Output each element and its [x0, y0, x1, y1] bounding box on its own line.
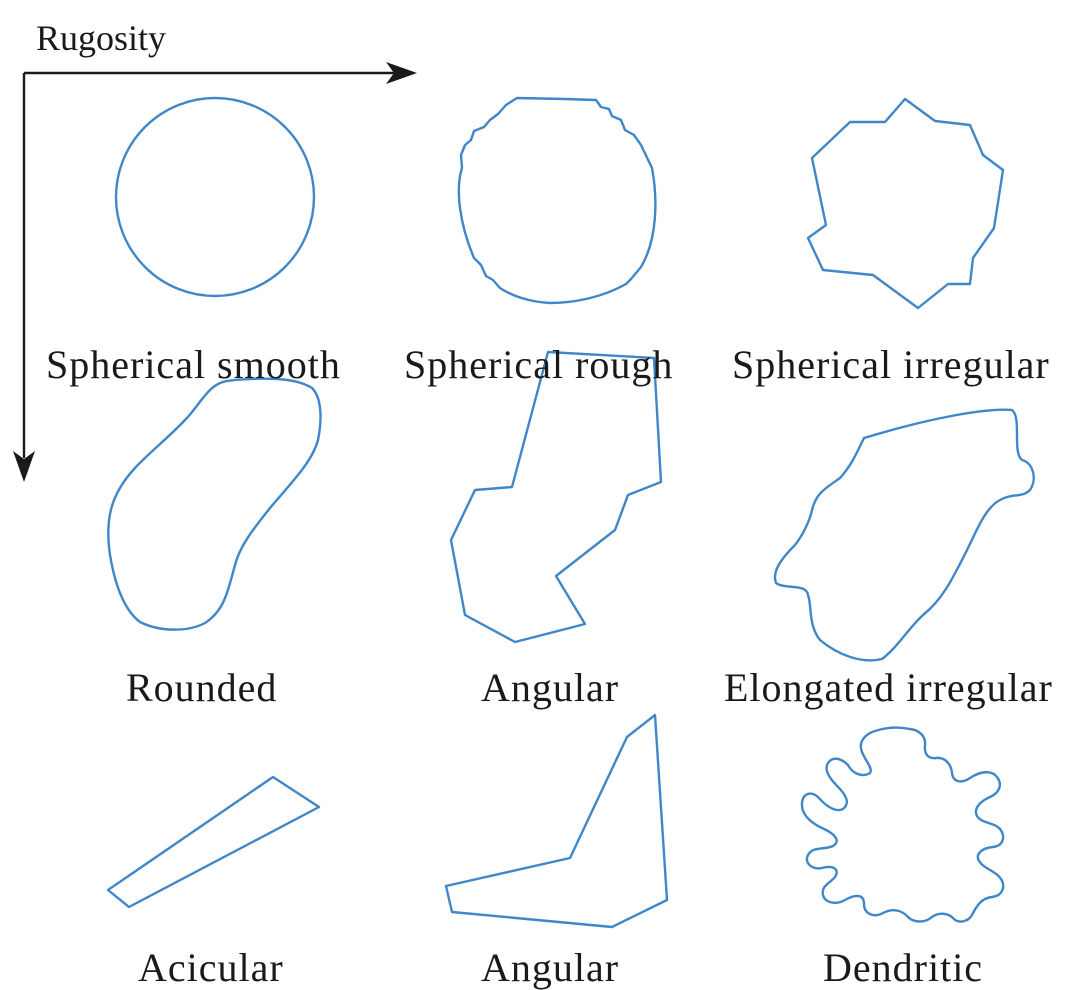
angular-shape-row2 [451, 352, 661, 642]
label-acicular: Acicular [138, 948, 284, 988]
label-angular-row2: Angular [481, 668, 619, 708]
spherical-smooth-shape [116, 98, 314, 296]
acicular-shape [108, 777, 319, 907]
rounded-shape [108, 379, 320, 630]
label-dendritic: Dendritic [823, 948, 983, 988]
spherical-irregular-shape [808, 99, 1003, 308]
rugosity-axis [13, 62, 417, 482]
label-spherical-rough: Spherical rough [404, 345, 673, 385]
angular-shape-row3 [446, 715, 667, 927]
dendritic-shape [802, 728, 1003, 922]
elongated-irregular-shape [775, 410, 1034, 661]
label-spherical-irregular: Spherical irregular [732, 345, 1050, 385]
rugosity-axis-label: Rugosity [36, 20, 166, 56]
label-rounded: Rounded [126, 668, 277, 708]
spherical-rough-shape [459, 98, 656, 303]
label-spherical-smooth: Spherical smooth [46, 345, 341, 385]
label-angular-row3: Angular [481, 948, 619, 988]
label-elongated-irregular: Elongated irregular [724, 668, 1053, 708]
